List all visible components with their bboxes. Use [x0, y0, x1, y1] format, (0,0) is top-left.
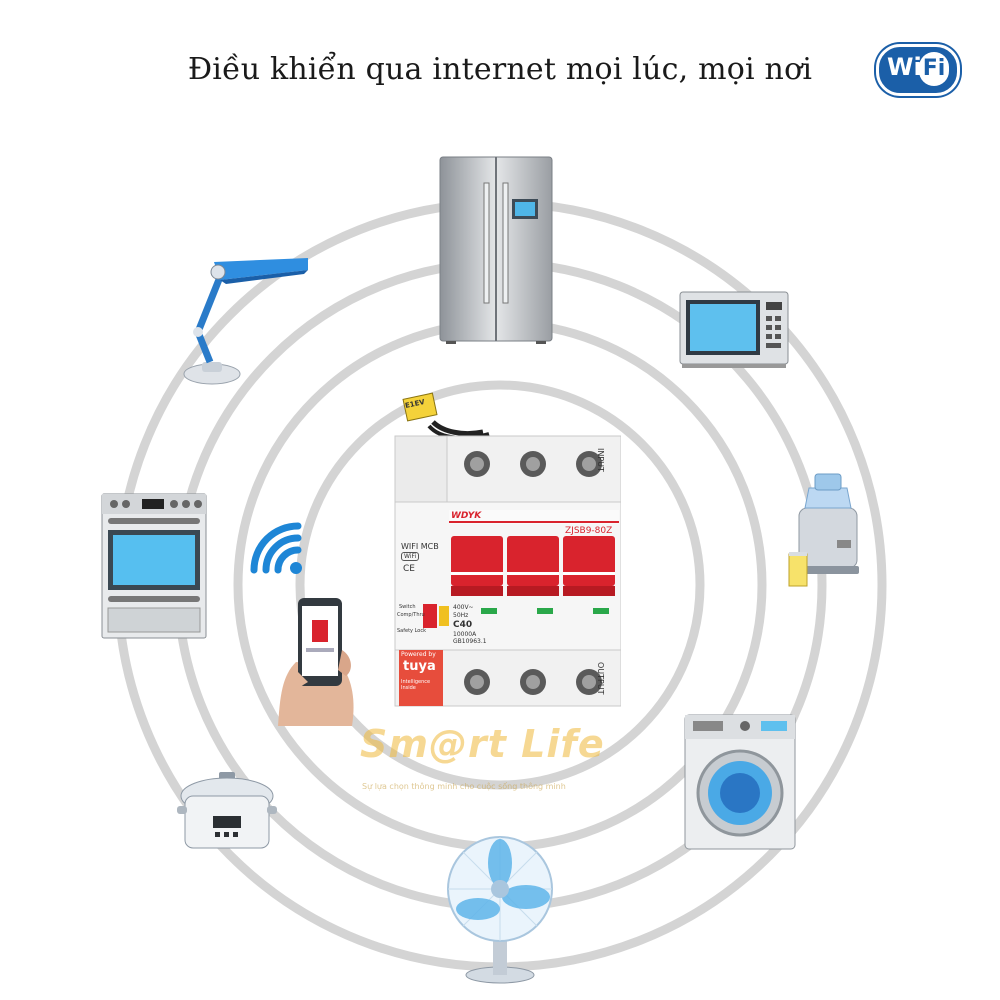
watermark-tagline: Sự lựa chọn thông minh cho cuộc sống thô…	[362, 782, 566, 791]
platform-label: tuya	[403, 659, 436, 674]
safety-label: Safety Lock	[397, 628, 426, 634]
brand-label: WDYK	[451, 511, 482, 521]
juicer-icon	[788, 473, 859, 587]
output-label: OUTPUT	[596, 662, 605, 695]
refrigerator-icon	[439, 156, 553, 344]
voltage-label: 400V~	[453, 604, 474, 611]
rice-cooker-icon	[177, 772, 277, 849]
frequency-label: 50Hz	[453, 612, 469, 619]
platform-sub-label: Intelligence Inside	[401, 679, 431, 691]
wifi-badge: WiFi	[401, 552, 420, 561]
desk-lamp-icon	[183, 258, 308, 385]
wifi-circuit-breaker: E1EV INPUT WDYK ZJSB9-80Z WIFI MCB WiFi …	[393, 392, 621, 708]
rating-label: C40	[453, 620, 473, 630]
wifi-logo-icon: Wi Fi	[876, 44, 960, 96]
standard-label: GB10963.1	[453, 638, 487, 645]
headline: Điều khiển qua internet mọi lúc, mọi nơi	[187, 52, 813, 87]
watermark-brand: Sm@rt Life	[360, 722, 605, 766]
switch-label: Switch	[399, 604, 416, 610]
smartphone-in-hand-icon	[278, 598, 354, 726]
washing-machine-icon	[684, 714, 796, 850]
powered-by-label: Powered by	[401, 651, 436, 658]
capacity-label: 10000A	[453, 631, 477, 638]
input-label: INPUT	[596, 448, 605, 472]
circuit-breaker-body	[394, 392, 621, 707]
electric-fan-icon	[447, 836, 553, 984]
type-label: WIFI MCB	[401, 542, 439, 551]
wifi-logo-text-fi: Fi	[919, 52, 949, 86]
smart-life-watermark: Sm@rt Life Sự lựa chọn thông minh cho cu…	[360, 722, 620, 802]
microwave-icon	[679, 291, 789, 368]
wifi-logo-text-wi: Wi	[887, 53, 922, 81]
model-label: ZJSB9-80Z	[565, 526, 613, 536]
wifi-signal-icon	[250, 522, 302, 574]
oven-icon	[101, 493, 207, 639]
ce-mark: CE	[403, 564, 415, 574]
mode-label: Comp/Thru	[397, 612, 425, 618]
